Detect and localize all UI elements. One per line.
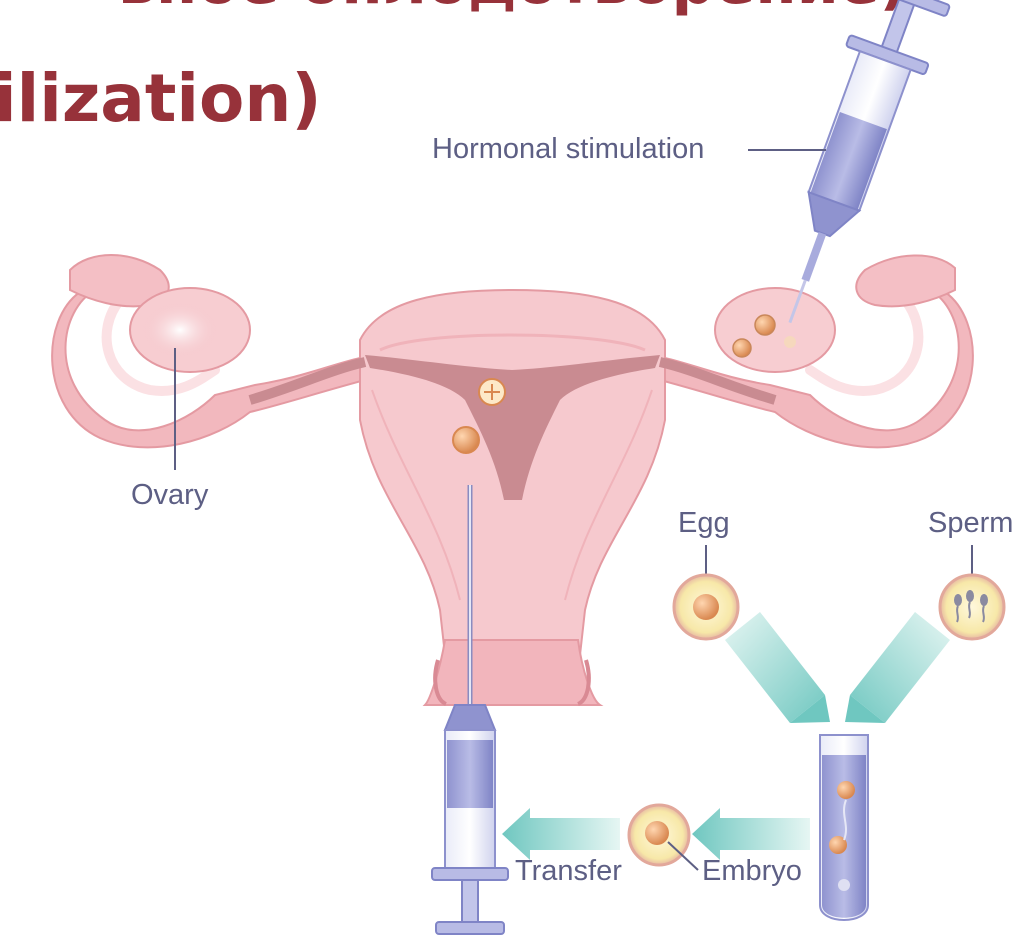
ovary-label: Ovary [131, 479, 209, 511]
test-tube [820, 735, 868, 920]
egg-cell [674, 545, 738, 639]
tube-to-embryo-arrow [692, 808, 810, 860]
sperm-cell-group [940, 545, 1004, 639]
implanted-embryo [453, 427, 479, 453]
cervix [425, 640, 600, 705]
embryo-label: Embryo [702, 855, 802, 887]
transfer-label: Transfer [515, 855, 622, 887]
egg-label: Egg [678, 507, 730, 539]
sperm-label: Sperm [928, 507, 1013, 539]
hormonal-stimulation-label: Hormonal stimulation [432, 133, 704, 165]
sperm-to-tube-arrow [850, 612, 950, 723]
egg-to-tube-arrow [725, 612, 825, 723]
embryo-to-transfer-arrow [502, 808, 620, 860]
right-ovary [715, 288, 835, 372]
embryo-cell [629, 805, 698, 870]
